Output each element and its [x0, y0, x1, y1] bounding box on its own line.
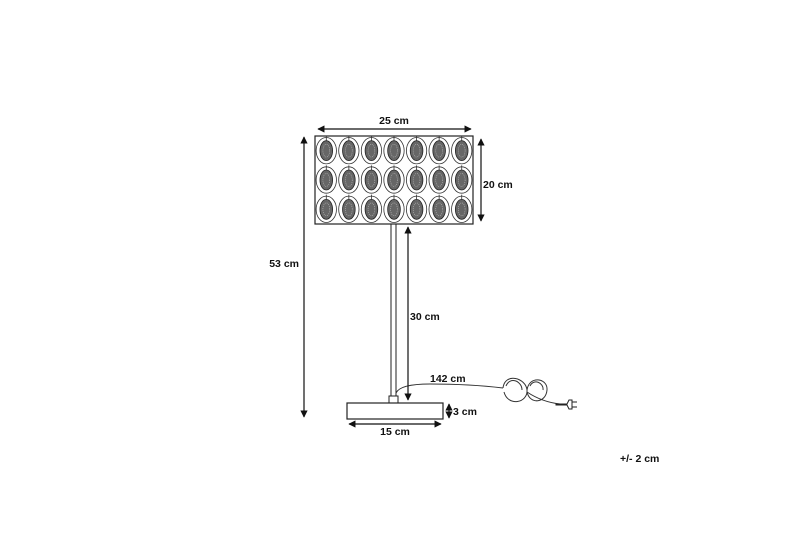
dim-shade-width: 25 cm	[317, 115, 472, 133]
shade-oval-texture	[390, 143, 398, 158]
shade-oval-inner	[342, 169, 356, 191]
shade-oval-texture	[390, 202, 398, 217]
shade-oval-inner	[387, 169, 401, 191]
shade-oval-texture	[322, 202, 330, 217]
shade-oval-inner	[319, 198, 334, 220]
tolerance-note: +/- 2 cm	[620, 453, 660, 465]
shade-oval-inner	[409, 198, 424, 220]
shade-oval-inner	[342, 140, 356, 162]
shade-oval-inner	[364, 140, 379, 162]
shade-oval-texture	[458, 173, 466, 187]
shade-oval-texture	[367, 173, 376, 187]
shade-oval-inner	[319, 140, 334, 162]
shade-oval-inner	[409, 140, 424, 162]
lamp-base	[346, 402, 444, 420]
label-base-width: 15 cm	[380, 426, 410, 438]
shade-oval-texture	[458, 202, 466, 217]
lamp-stem	[388, 224, 399, 404]
shade-oval-inner	[342, 198, 356, 220]
shade-oval-inner	[364, 198, 379, 220]
label-total-height: 53 cm	[269, 258, 299, 270]
shade-oval-inner	[432, 198, 446, 220]
label-base-height: 3 cm	[453, 406, 477, 418]
label-shade-height: 20 cm	[483, 179, 513, 191]
shade-oval-texture	[322, 173, 330, 187]
shade-oval-texture	[390, 173, 398, 187]
shade-oval-inner	[454, 169, 469, 191]
shade-oval-inner	[432, 140, 446, 162]
shade-oval-inner	[319, 169, 334, 191]
shade-oval-texture	[367, 202, 376, 217]
shade-oval-texture	[412, 143, 421, 158]
shade-oval-texture	[435, 202, 443, 217]
dim-base-width: 15 cm	[348, 420, 442, 438]
shade-oval-inner	[432, 169, 446, 191]
label-shade-width: 25 cm	[379, 115, 409, 127]
shade-oval-texture	[412, 173, 421, 187]
shade-oval-inner	[364, 169, 379, 191]
label-cable-length: 142 cm	[430, 373, 466, 385]
shade-oval-texture	[458, 143, 466, 158]
shade-oval-texture	[435, 143, 443, 158]
shade-oval-inner	[454, 140, 469, 162]
shade-oval-texture	[435, 173, 443, 187]
shade-oval-inner	[387, 198, 401, 220]
shade-oval-texture	[345, 173, 353, 187]
shade-oval-texture	[412, 202, 421, 217]
shade-oval-texture	[345, 202, 353, 217]
dim-shade-height: 20 cm	[477, 138, 513, 222]
shade-oval-texture	[345, 143, 353, 158]
shade-oval-texture	[322, 143, 330, 158]
lamp-shade	[314, 135, 474, 225]
label-stem-height: 30 cm	[410, 311, 440, 323]
dim-total-height: 53 cm	[269, 136, 308, 418]
shade-oval-texture	[367, 143, 376, 158]
power-cable	[395, 377, 561, 405]
shade-pattern	[315, 136, 473, 223]
dim-stem-height: 30 cm	[404, 226, 440, 401]
dim-base-height: 3 cm	[445, 403, 477, 419]
shade-oval-inner	[409, 169, 424, 191]
shade-oval-inner	[387, 140, 401, 162]
shade-oval-inner	[454, 198, 469, 220]
power-plug-icon	[555, 399, 577, 410]
